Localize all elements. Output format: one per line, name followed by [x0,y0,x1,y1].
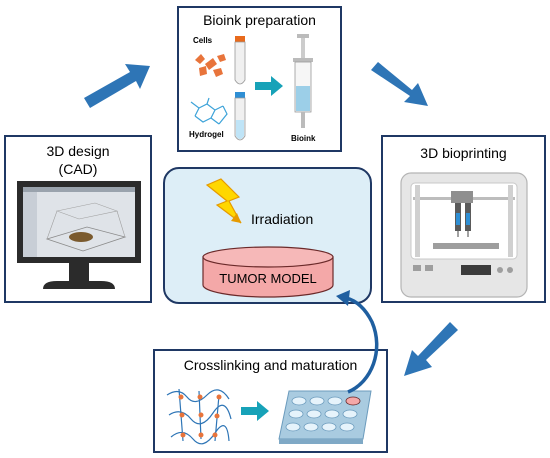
crosslinked-network-icon [166,388,232,445]
process-arrow-icon [241,401,269,421]
crosslinking-box: Crosslinking and maturation [153,349,388,453]
hydrogel-icon [190,97,228,125]
bioprinting-box: 3D bioprinting [381,135,546,303]
cells-tube-icon [234,36,246,85]
bioink-preparation-title: Bioink preparation [203,12,316,28]
bioink-preparation-box: Bioink preparation Cells Hydrogel [177,6,342,152]
well-plate-icon [278,390,372,444]
irradiation-label: Irradiation [251,211,314,227]
computer-monitor-icon [17,181,141,289]
cells-icon [195,54,226,77]
cells-label: Cells [193,36,213,45]
lightning-bolt-icon [205,178,242,224]
tumor-model-box: Irradiation TUMOR MODEL [163,167,372,304]
design-title-line1: 3D design [46,143,110,159]
mixing-arrow-icon [255,76,283,96]
tumor-model-label: TUMOR MODEL [219,271,317,286]
bioink-label: Bioink [291,134,316,143]
bioprinting-title: 3D bioprinting [420,145,507,161]
bioprinter-icon [400,172,528,298]
design-box: 3D design (CAD) [4,135,152,303]
crosslinking-title: Crosslinking and maturation [183,357,358,373]
design-title-line2: (CAD) [58,161,98,177]
hydrogel-label: Hydrogel [189,130,224,139]
tumor-model-dish-icon [202,246,334,298]
hydrogel-tube-icon [234,92,246,141]
syringe-icon [293,34,313,128]
